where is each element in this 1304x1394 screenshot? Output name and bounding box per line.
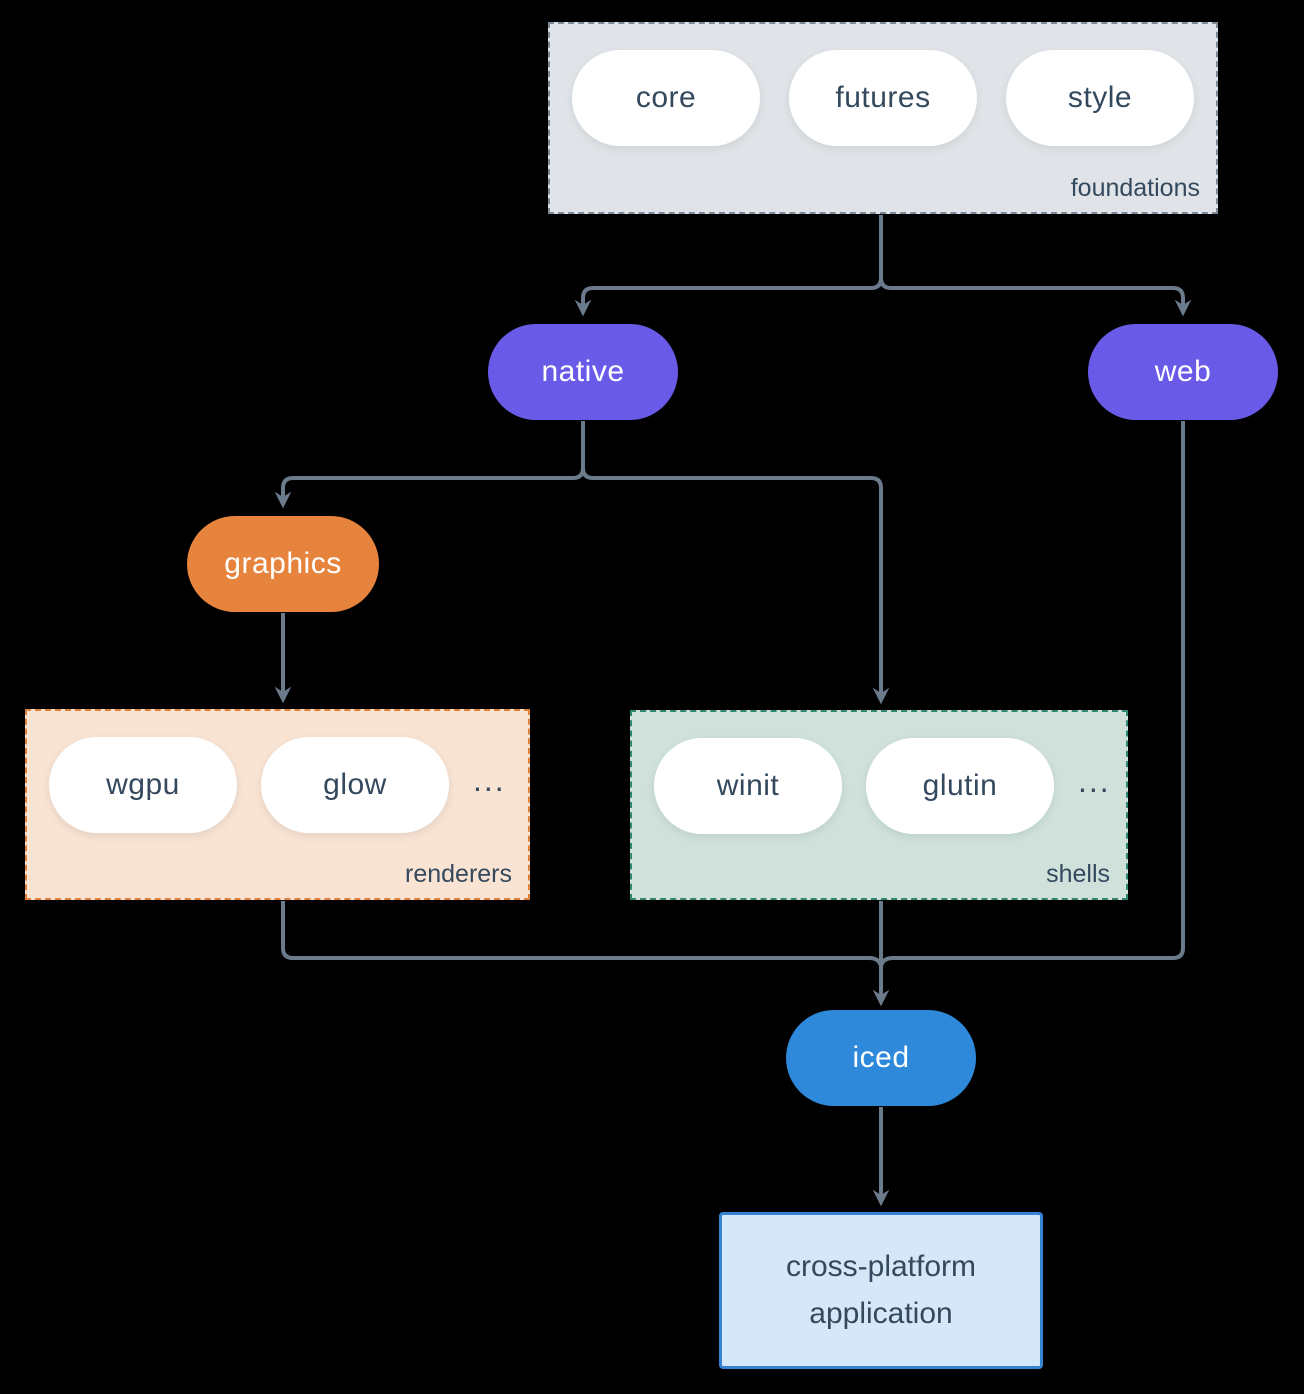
arrow-native-to-graphics: [274, 421, 585, 509]
node-core: core: [572, 50, 760, 146]
node-glow: glow: [261, 737, 449, 833]
node-winit: winit: [654, 738, 842, 834]
node-style: style: [1006, 50, 1194, 146]
wire-renderers-to-merge: [281, 901, 883, 967]
renderers-group: wgpu glow ... renderers: [25, 709, 530, 900]
node-web: web: [1088, 324, 1278, 420]
foundations-label: foundations: [1070, 174, 1200, 202]
foundations-group: core futures style foundations: [548, 22, 1218, 214]
node-futures: futures: [789, 50, 977, 146]
node-native: native: [488, 324, 678, 420]
application-box: cross-platform application: [719, 1212, 1043, 1369]
wire-web-to-merge: [879, 421, 1185, 967]
node-iced: iced: [786, 1010, 976, 1106]
node-glutin: glutin: [866, 738, 1054, 834]
shells-pill-row: winit glutin ...: [632, 712, 1126, 834]
arrow-foundations-to-web: [879, 215, 1192, 317]
arrow-foundations-to-native: [574, 215, 883, 317]
node-graphics: graphics: [187, 516, 379, 612]
renderers-pill-row: wgpu glow ...: [27, 711, 528, 833]
shells-label: shells: [1046, 860, 1110, 888]
foundations-pill-row: core futures style: [550, 24, 1216, 146]
renderers-label: renderers: [405, 860, 512, 888]
node-wgpu: wgpu: [49, 737, 237, 833]
shells-ellipsis: ...: [1078, 762, 1111, 799]
arrow-native-to-shells: [581, 421, 890, 705]
renderers-ellipsis: ...: [473, 761, 506, 798]
shells-group: winit glutin ... shells: [630, 710, 1128, 900]
